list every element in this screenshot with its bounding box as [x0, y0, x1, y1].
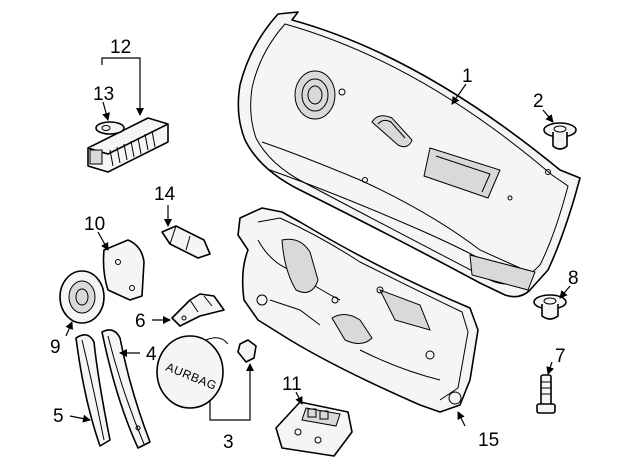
callout-11: 11	[282, 374, 302, 395]
callout-15: 15	[478, 430, 499, 451]
mounting-bracket	[171, 293, 225, 327]
callout-6: 6	[135, 311, 146, 332]
switch-housing	[87, 117, 169, 173]
callout-7: 7	[555, 346, 566, 367]
mounting-bolt	[536, 374, 556, 414]
window-switch-panel	[275, 401, 353, 457]
callout-2: 2	[533, 91, 544, 112]
inner-moulding-strip	[101, 329, 151, 449]
callout-10: 10	[84, 214, 105, 235]
speaker-cone	[59, 270, 105, 324]
callout-9: 9	[50, 337, 61, 358]
callout-4: 4	[146, 344, 157, 365]
switch-clip	[95, 121, 125, 135]
airbag-module: AURBAG	[156, 335, 229, 409]
door-inner-carrier	[237, 207, 479, 413]
trim-clip-upper	[543, 122, 577, 150]
outer-moulding-strip	[75, 334, 111, 447]
cover-plate	[102, 239, 145, 301]
callout-5: 5	[53, 406, 64, 427]
leader-lines	[65, 57, 571, 427]
callout-12: 12	[110, 37, 131, 58]
airbag-connector	[237, 339, 257, 363]
wire-harness	[161, 225, 211, 259]
callout-13: 13	[93, 84, 114, 105]
callout-8: 8	[568, 268, 579, 289]
callout-1: 1	[462, 66, 473, 87]
callout-14: 14	[154, 184, 176, 205]
callout-3: 3	[223, 432, 234, 453]
door-trim-panel	[237, 11, 581, 298]
trim-clip-lower	[533, 294, 567, 320]
callout-numbers: 1 2 3 4 5 6 7 8 9 10 11 12 13 14 15	[50, 37, 579, 453]
